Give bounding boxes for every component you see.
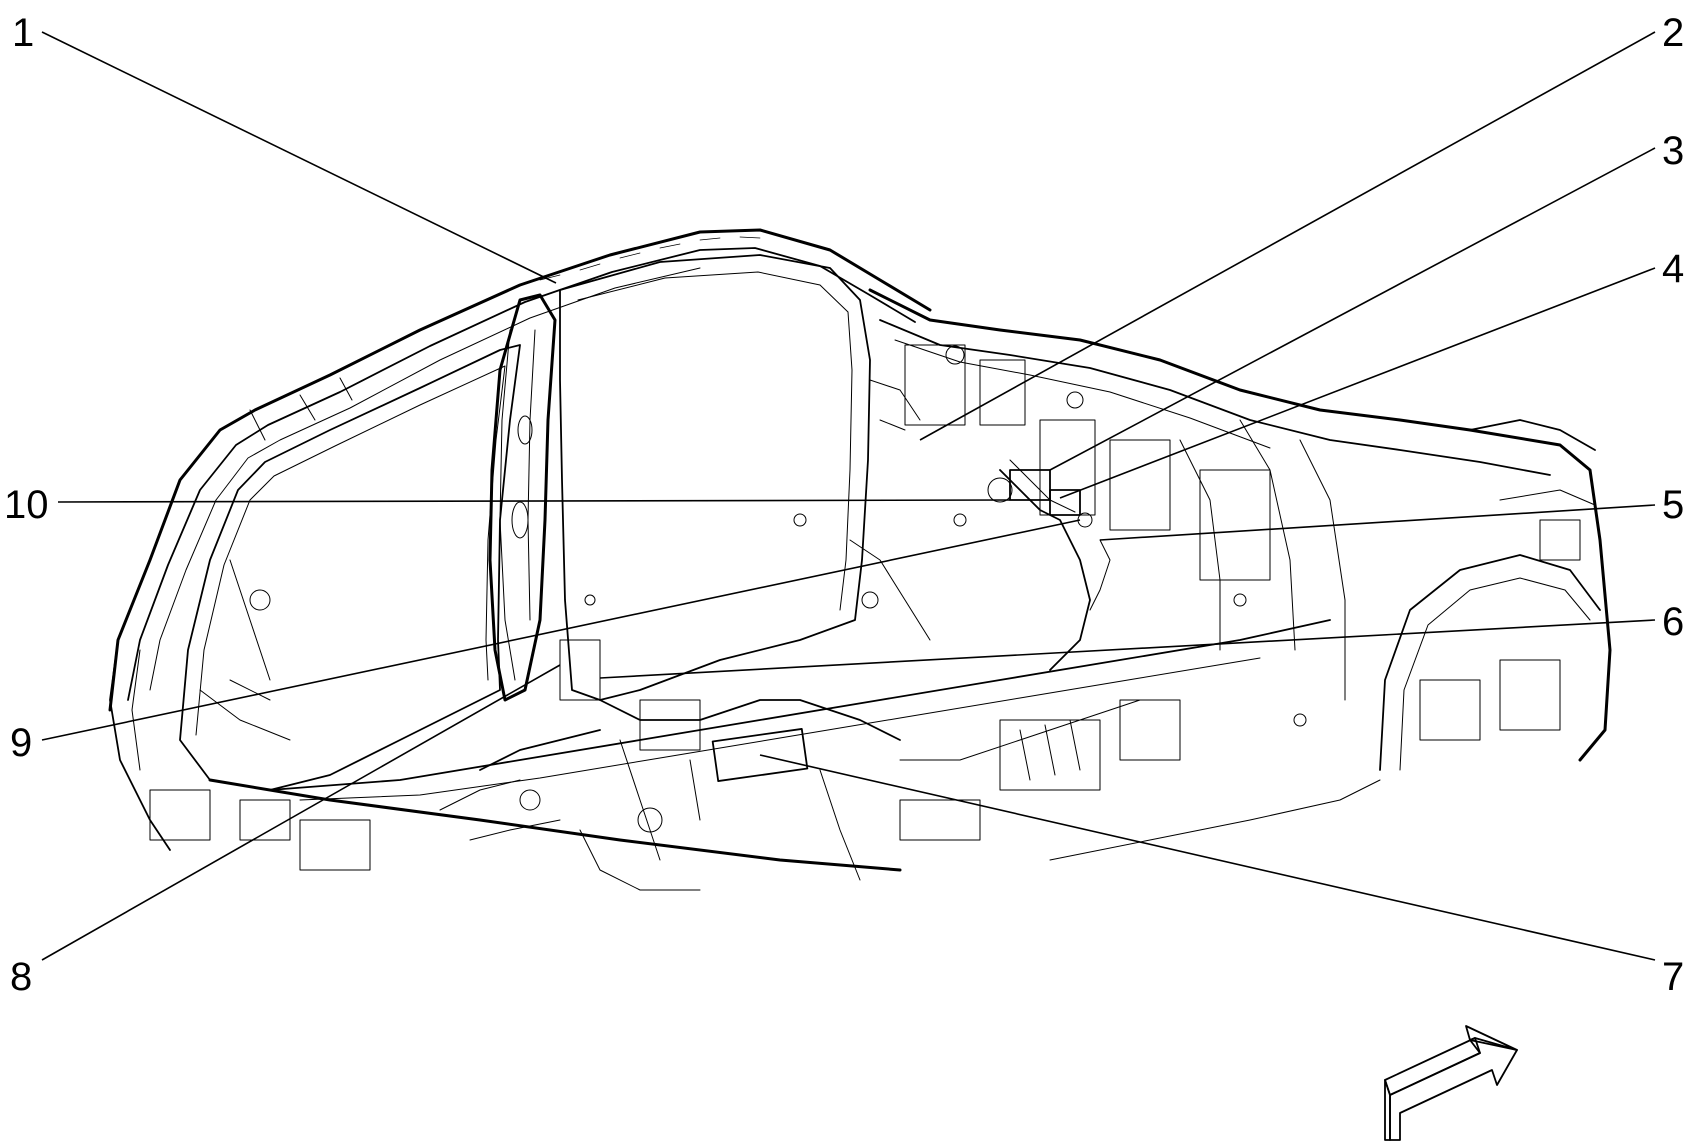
callout-4: 4	[1662, 247, 1684, 291]
leader-4	[1059, 267, 1656, 499]
callout-labels: 1 2 3 4 5 6 7 8 9 10	[4, 11, 1684, 999]
leader-9	[41, 519, 1081, 741]
callout-5: 5	[1662, 483, 1684, 527]
callout-8: 8	[10, 955, 32, 999]
callout-2: 2	[1662, 11, 1684, 55]
leader-5	[1099, 504, 1656, 541]
callout-1: 1	[12, 11, 34, 55]
callout-9: 9	[10, 721, 32, 765]
callout-6: 6	[1662, 600, 1684, 644]
leader-3	[1049, 147, 1656, 471]
leader-8	[41, 664, 561, 961]
leader-2	[919, 31, 1656, 441]
leader-7	[759, 754, 1656, 961]
leader-lines	[41, 31, 1656, 961]
callout-10: 10	[4, 483, 49, 527]
vehicle-body-illustration	[108, 228, 1612, 891]
leader-10	[57, 499, 1011, 503]
callout-7: 7	[1662, 955, 1684, 999]
leader-6	[599, 619, 1656, 679]
forward-arrow-icon	[1384, 1025, 1518, 1141]
leader-1	[41, 31, 557, 284]
callout-3: 3	[1662, 129, 1684, 173]
